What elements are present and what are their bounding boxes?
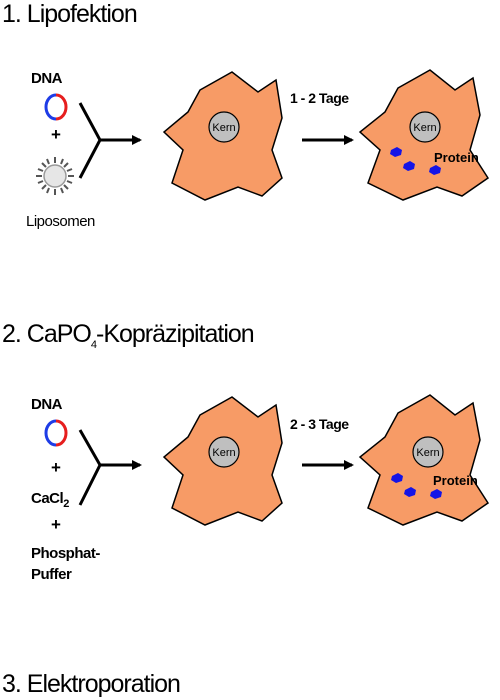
section1-nucleus-before [208,111,240,143]
section1-title: 1. Lipofektion [2,0,138,28]
section2-nucleus-before-label: Kern [212,447,235,459]
section2-dna-label: DNA [31,396,63,413]
section1-nucleus-after [409,111,441,143]
section2-title-sub: 4 [90,339,97,351]
section2-cacl-prefix: CaCl [31,490,64,507]
section1-nucleus-after-label: Kern [413,122,436,134]
section2-duration: 2 - 3 Tage [290,416,349,432]
section2-dna-plasmid-icon [44,419,68,447]
section2-combine-arrow [78,429,142,506]
section2-protein-1-icon [391,473,403,483]
section1-liposome-icon [36,157,74,195]
section1-protein-label: Protein [434,150,479,165]
section1-protein-3-icon [429,165,441,175]
section1-nucleus-before-label: Kern [212,122,235,134]
section2-protein-3-icon [430,489,442,499]
section1-dna-label: DNA [31,70,63,87]
section3-title: 3. Elektroporation [2,670,181,698]
section2-nucleus-after-label: Kern [416,447,439,459]
section2-plus-1: + [51,458,61,477]
section2-phosphat-line2: Puffer [31,566,72,583]
section1-protein-2-icon [403,161,415,171]
section2-phosphat-line1: Phosphat- [31,545,100,562]
section1-dna-plasmid-icon [44,93,68,121]
section2-title-prefix: 2. CaPO [2,320,92,348]
section1-protein-icons [390,147,441,175]
section2-nucleus-before [208,436,240,468]
section2-protein-label: Protein [433,473,478,488]
section1-combine-arrow [78,102,142,179]
section2-cacl2-label: CaCl2 [31,490,69,510]
section2-cacl-sub: 2 [63,498,69,510]
section1-liposome-label: Liposomen [26,213,95,230]
section2-title-suffix: -Kopräzipitation [96,320,255,348]
section2-plus-2: + [51,515,61,534]
section2-title: 2. CaPO4-Kopräzipitation [2,320,255,351]
section2-protein-2-icon [404,487,416,497]
section1-duration: 1 - 2 Tage [290,90,349,106]
section2-nucleus-after [412,436,444,468]
section1-protein-1-icon [390,147,402,157]
section1-plus: + [51,125,61,144]
section2-protein-icons [391,473,442,499]
